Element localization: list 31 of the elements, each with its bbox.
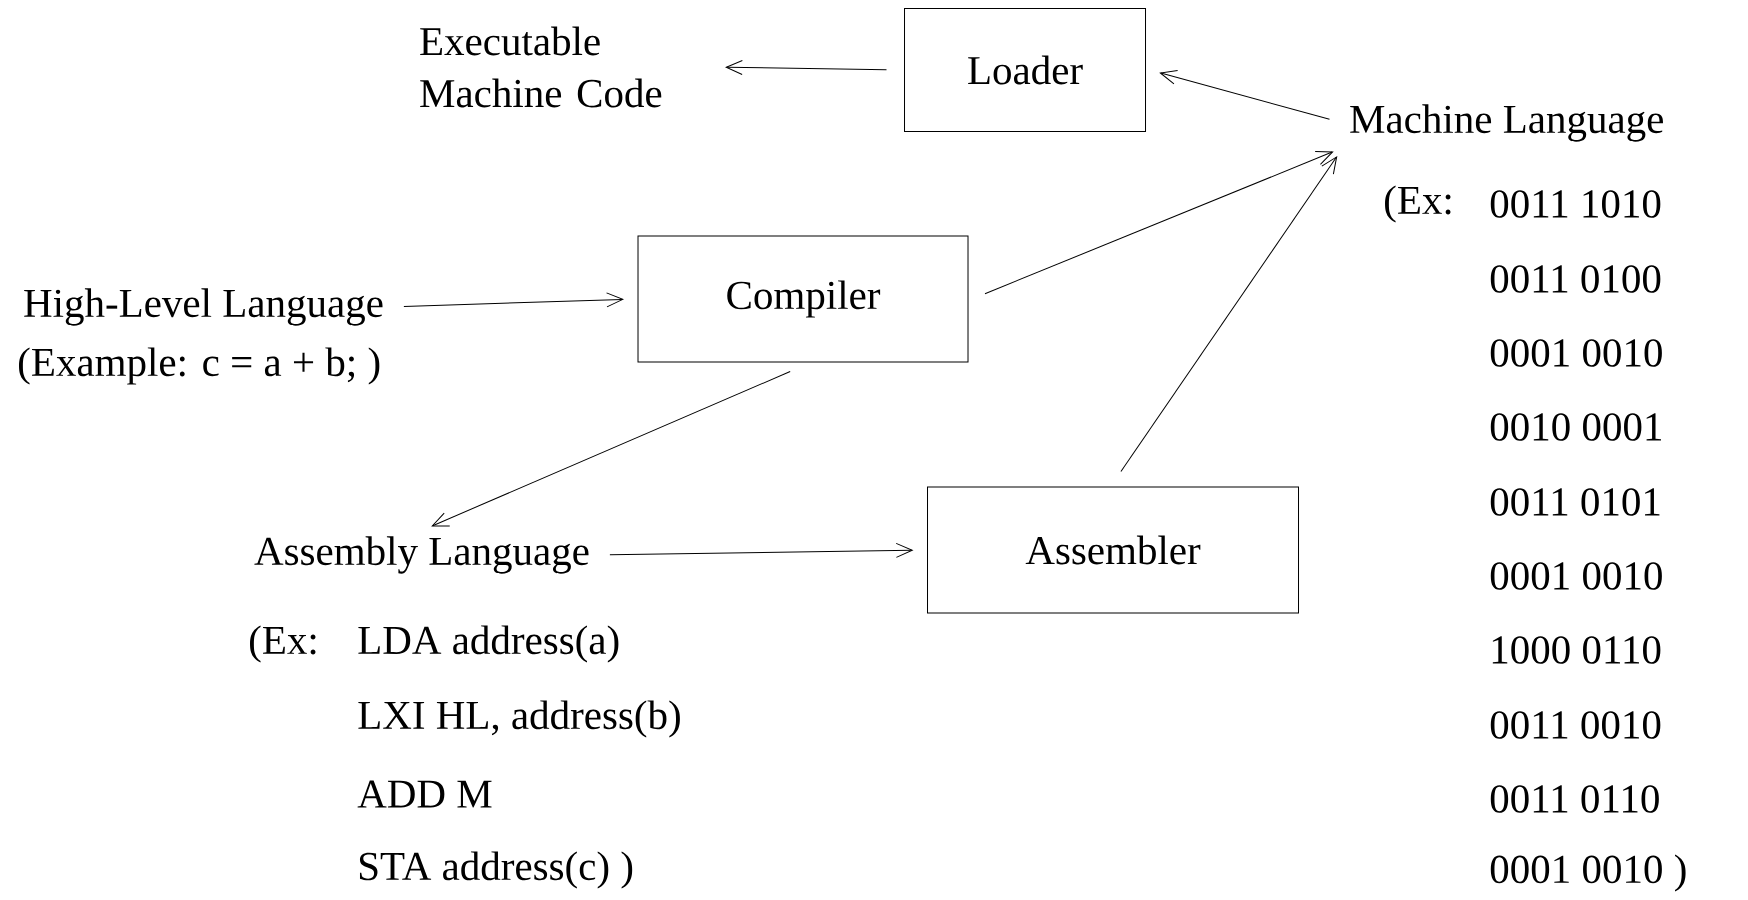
code-line: 0011 0100: [1490, 265, 1661, 293]
code-line: 0011 0010: [1490, 711, 1661, 739]
code-line: 0001 0010: [1490, 562, 1662, 590]
code-line: (Ex:: [1385, 185, 1451, 223]
code-line: 0011 0110: [1490, 785, 1659, 813]
code-line: LDA address(a): [358, 625, 619, 663]
code-line: STA address(c) ): [359, 851, 633, 889]
arrow: [984, 150, 1334, 295]
process-box: Loader: [904, 8, 1146, 132]
arrow: [1159, 69, 1330, 120]
code-line: 1000 0110: [1492, 636, 1661, 664]
language-label: High-Level Language: [24, 288, 383, 326]
arrow: [725, 59, 887, 75]
code-line: 0001 0010 ): [1490, 854, 1686, 892]
arrow: [1120, 156, 1338, 472]
language-label: Machine Language: [1350, 104, 1663, 142]
code-line: LXI HL, address(b): [358, 700, 680, 738]
language-label: Assembly Language: [254, 536, 589, 574]
arrow: [609, 542, 913, 558]
code-line: 0001 0010: [1490, 339, 1662, 367]
code-line: 0011 0101: [1490, 488, 1660, 516]
arrow: [431, 371, 791, 527]
code-line: 0011 1010: [1490, 190, 1661, 218]
code-line: 0010 0001: [1490, 413, 1661, 441]
language-label: Executable Machine Code: [420, 26, 662, 108]
process-box: Assembler: [927, 486, 1299, 614]
code-line: (Ex:: [250, 625, 316, 663]
code-line: (Example: c = a + b; ): [19, 347, 380, 385]
process-box: Compiler: [637, 235, 969, 363]
arrow: [403, 292, 624, 308]
code-line: ADD M: [357, 780, 492, 808]
